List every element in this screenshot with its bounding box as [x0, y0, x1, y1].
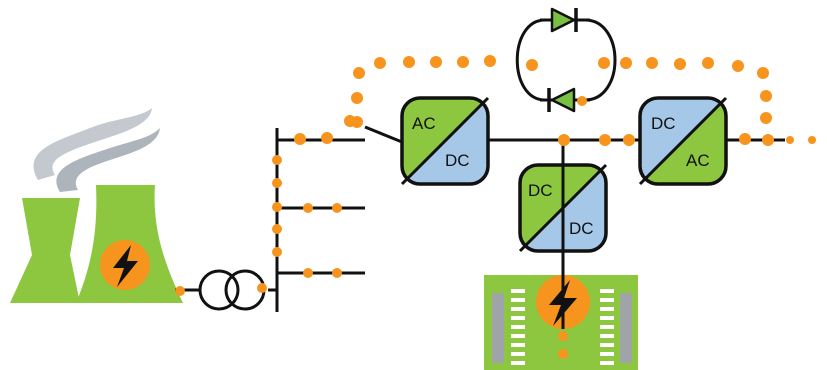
energy-dot-30 — [272, 178, 282, 188]
smoke-plume-front — [56, 128, 160, 192]
converter-dc-ac-bottom-label: AC — [686, 151, 710, 170]
energy-dot-23 — [599, 134, 611, 146]
energy-dot-24 — [623, 134, 635, 146]
converter-ac-dc-divider — [400, 96, 490, 186]
converter-dc-dc-top-label: DC — [528, 181, 553, 200]
board-lightning-bolt-icon — [549, 280, 577, 326]
energy-dot-18 — [577, 96, 587, 106]
diode-icon-top — [540, 7, 590, 33]
energy-dot-22 — [558, 134, 570, 146]
energy-dot-34 — [303, 203, 313, 213]
energy-dot-36 — [303, 268, 313, 278]
energy-dot-38 — [175, 286, 185, 296]
energy-dot-9 — [598, 57, 610, 69]
diode-top-triangle — [550, 7, 576, 33]
board-slot-left — [492, 293, 504, 363]
energy-dot-28 — [808, 136, 816, 144]
converter-dc-ac-divider — [638, 96, 728, 186]
transformer-coil-left — [198, 269, 240, 311]
energy-dot-6 — [457, 56, 469, 68]
board-slot-right — [620, 293, 632, 363]
energy-dot-1 — [351, 92, 363, 104]
energy-dot-35 — [332, 203, 342, 213]
energy-dot-33 — [272, 247, 282, 257]
switch-blade — [364, 125, 403, 144]
energy-dot-14 — [732, 60, 744, 72]
board-pins-right — [600, 289, 614, 365]
converter-dc-ac: DC AC — [638, 96, 728, 186]
energy-dot-26 — [762, 134, 774, 146]
diode-bottom-triangle — [550, 87, 576, 113]
board-pins-left — [511, 289, 525, 365]
energy-dot-39 — [257, 283, 267, 293]
energy-dot-21 — [344, 115, 356, 127]
power-plant-icon — [10, 108, 183, 303]
converter-ac-dc-top-label: AC — [412, 114, 436, 133]
energy-dot-31 — [272, 202, 282, 212]
converter-ac-dc-frame — [400, 96, 490, 186]
energy-dot-17 — [760, 112, 772, 124]
energy-dot-16 — [760, 90, 772, 102]
smoke-plume-back — [33, 108, 152, 180]
converter-ac-dc: AC DC — [400, 96, 490, 186]
converter-dc-dc-bottom-label: DC — [569, 219, 594, 238]
energy-dot-4 — [403, 56, 415, 68]
energy-dot-13 — [702, 57, 714, 69]
energy-dot-11 — [646, 57, 658, 69]
energy-dot-27 — [786, 136, 794, 144]
energy-dot-5 — [430, 56, 442, 68]
energy-dot-12 — [674, 58, 686, 70]
energy-dot-25 — [739, 133, 751, 145]
energy-dot-37 — [332, 268, 342, 278]
energy-dot-10 — [620, 57, 632, 69]
energy-flow-dots — [175, 55, 816, 359]
energy-dot-32 — [272, 224, 282, 234]
diode-loop — [515, 18, 617, 102]
energy-dot-40 — [558, 331, 568, 341]
transformer-icon — [198, 269, 266, 311]
converter-dc-dc-frame — [518, 163, 608, 253]
converter-dc-ac-top-label: DC — [651, 114, 676, 133]
cooling-tower-left — [10, 198, 80, 303]
energy-dot-2 — [353, 67, 365, 79]
energy-dot-8 — [526, 59, 538, 71]
energy-dot-7 — [484, 55, 496, 67]
converter-dc-ac-frame — [638, 96, 728, 186]
lightning-bolt-icon — [113, 245, 138, 287]
energy-dot-19 — [294, 133, 306, 145]
energy-dot-15 — [757, 67, 769, 79]
converter-ac-dc-bottom-label: DC — [445, 151, 470, 170]
energy-dot-29 — [272, 155, 282, 165]
energy-dot-41 — [558, 349, 568, 359]
energy-dot-3 — [374, 57, 386, 69]
converter-dc-dc: DC DC — [518, 163, 608, 253]
energy-dot-20 — [321, 132, 333, 144]
